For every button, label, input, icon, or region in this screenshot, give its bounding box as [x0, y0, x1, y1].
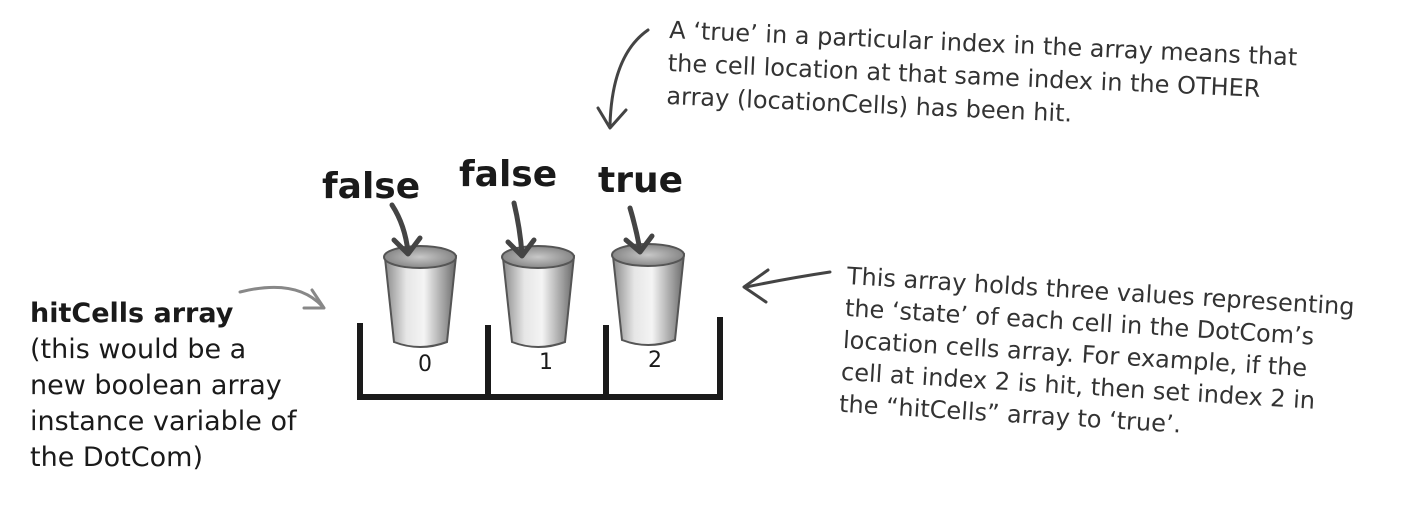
index-label-0: 0 [418, 352, 432, 377]
left-caption-line-1: (this would be a [30, 334, 247, 365]
left-caption-line-4: the DotCom) [30, 442, 203, 473]
arrow-top-note [596, 28, 650, 130]
index-label-2: 2 [648, 348, 662, 373]
right-note: This array holds three values representi… [838, 260, 1355, 451]
index-label-1: 1 [539, 350, 553, 375]
array-container [357, 317, 723, 400]
arrow-value-0 [389, 202, 423, 257]
arrow-value-1 [505, 200, 537, 259]
cup-1 [501, 245, 576, 348]
value-label-2: true [598, 160, 684, 201]
arrow-left-caption [238, 285, 326, 310]
value-label-0: false [322, 166, 421, 207]
left-caption-line-2: new boolean array [30, 370, 282, 401]
left-caption: hitCells array (this would be a new bool… [30, 296, 297, 476]
arrow-value-2 [623, 205, 655, 255]
left-caption-title: hitCells array [30, 298, 234, 329]
cup-0 [383, 245, 458, 348]
value-label-1: false [459, 154, 558, 195]
cup-2 [611, 243, 686, 346]
arrow-right-note [742, 268, 832, 304]
left-caption-line-3: instance variable of [30, 406, 297, 437]
